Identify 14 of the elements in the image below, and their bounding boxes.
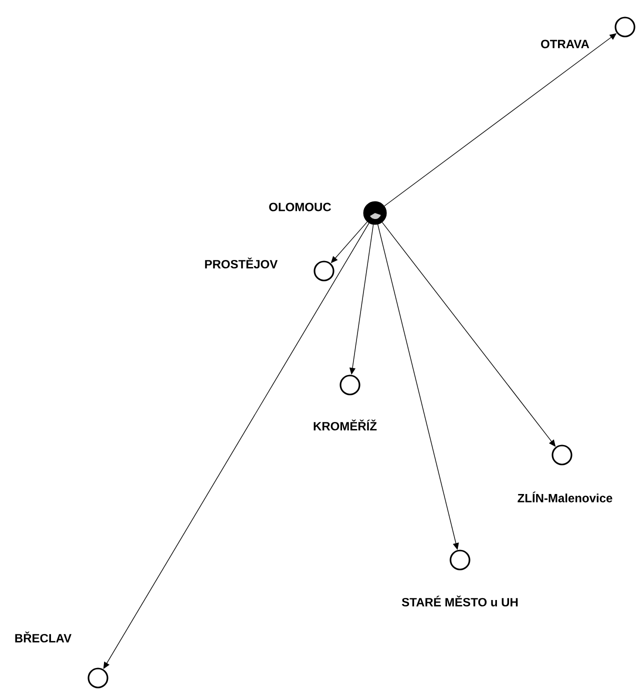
station-circle: [88, 668, 108, 688]
station-circle: [314, 260, 334, 282]
station-circle: [340, 374, 360, 396]
station-circle: [450, 550, 470, 570]
station-circle: [614, 16, 636, 38]
station-label: PROSTĚJOV: [205, 258, 278, 268]
station-label: OLOMOUC: [269, 202, 331, 212]
station-label: KROMĚŘÍŽ: [314, 420, 377, 430]
station-label: OTRAVA: [541, 40, 590, 48]
station-label: STARÉ MĚSTO u UH: [402, 596, 518, 606]
station-label: BŘECLAV: [15, 632, 72, 642]
station-circle: [552, 444, 572, 466]
station-label: ZLÍN-Malenovice: [518, 492, 612, 502]
hub-circle: [363, 201, 387, 225]
